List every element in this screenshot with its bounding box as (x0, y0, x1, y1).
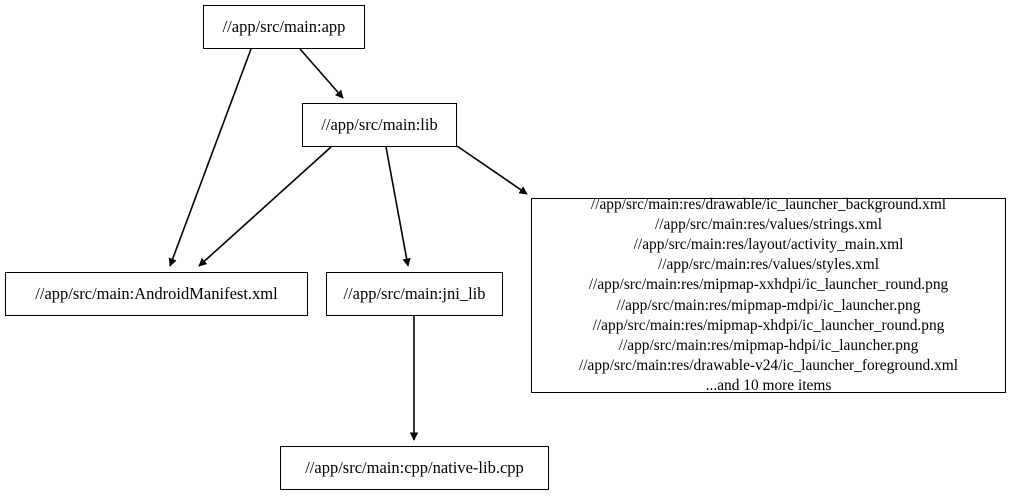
node-jni-lib[interactable]: //app/src/main:jni_lib (326, 272, 503, 316)
node-native-lib-cpp-label: //app/src/main:cpp/native-lib.cpp (305, 457, 524, 477)
edge-app-to-manifest (168, 48, 252, 267)
edge-lib-to-manifest (198, 146, 332, 267)
node-app-label: //app/src/main:app (222, 16, 346, 36)
node-lib[interactable]: //app/src/main:lib (302, 103, 457, 147)
node-app[interactable]: //app/src/main:app (203, 5, 365, 49)
node-native-lib-cpp[interactable]: //app/src/main:cpp/native-lib.cpp (280, 446, 549, 490)
node-android-manifest[interactable]: //app/src/main:AndroidManifest.xml (5, 272, 308, 316)
node-resources-group[interactable]: //app/src/main:res/drawable/ic_launcher_… (531, 196, 1006, 394)
node-resources-group-label: //app/src/main:res/drawable/ic_launcher_… (578, 196, 959, 394)
edge-lib-to-jni-lib (385, 146, 411, 267)
edge-lib-to-resources (456, 145, 528, 195)
node-jni-lib-label: //app/src/main:jni_lib (343, 283, 486, 303)
node-android-manifest-label: //app/src/main:AndroidManifest.xml (35, 283, 278, 303)
edge-app-to-lib (299, 48, 344, 99)
node-lib-label: //app/src/main:lib (321, 114, 438, 134)
